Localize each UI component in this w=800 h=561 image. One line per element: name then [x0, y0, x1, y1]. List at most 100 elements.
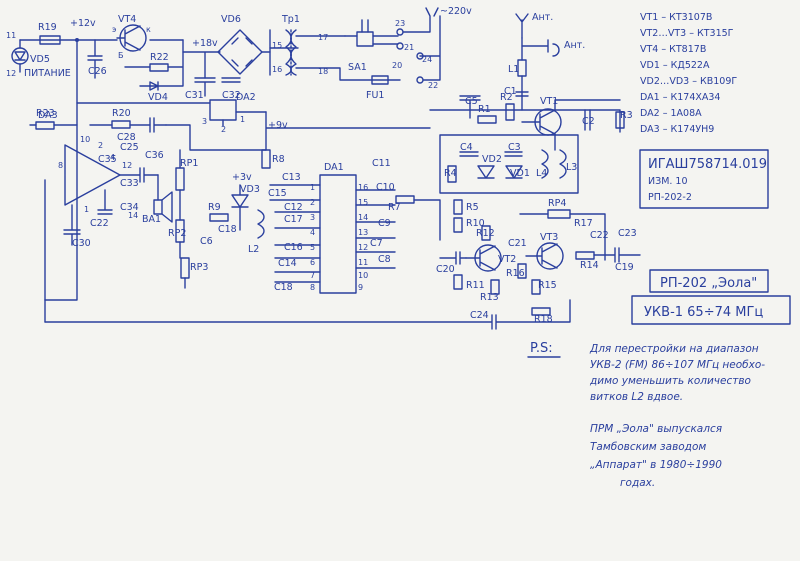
label-c10: C10 [376, 182, 395, 193]
svg-text:4: 4 [310, 228, 315, 237]
parts-line: VD1 – КД522А [640, 60, 710, 71]
label-r14: R14 [580, 260, 599, 271]
label-c26: C26 [88, 66, 107, 77]
label-r23: R23 [36, 108, 55, 119]
label-c28: C28 [117, 132, 136, 143]
label-fu1: FU1 [366, 90, 384, 101]
parts-line: VD2…VD3 – КВ109Г [640, 76, 737, 87]
da3-opamp [64, 144, 121, 206]
label-r22: R22 [150, 52, 169, 63]
svg-text:к: к [146, 25, 151, 34]
svg-text:15: 15 [358, 198, 368, 207]
svg-text:22: 22 [428, 81, 438, 90]
voltage-mains: ~220v [440, 6, 472, 17]
label-c4: C4 [460, 142, 473, 153]
label-vd4: VD4 [148, 92, 168, 103]
label-rp1: RP1 [180, 158, 198, 169]
label-ant1: Ант. [532, 12, 553, 23]
doc-revision: ИЗМ. 10 [648, 176, 688, 187]
label-c24: C24 [470, 310, 489, 321]
ps-label: P.S: [530, 341, 553, 356]
svg-text:18: 18 [318, 67, 328, 76]
label-vt3: VT3 [540, 232, 558, 243]
svg-text:21: 21 [404, 43, 414, 52]
svg-text:8: 8 [58, 161, 63, 170]
label-r7: R7 [388, 202, 401, 213]
label-c3: C3 [508, 142, 521, 153]
label-da2: DA2 [236, 92, 256, 103]
ba1-speaker [153, 199, 163, 215]
label-tr1: Tp1 [281, 14, 300, 25]
svg-text:14: 14 [358, 213, 368, 222]
vd6-bridge [217, 29, 263, 75]
parts-line: DA2 – 1А08А [640, 108, 702, 119]
svg-text:11: 11 [358, 258, 368, 267]
power-supply: 11 12 VD5 ПИТАНИЕ R19 +12v C26 VT4 э к Б… [6, 6, 621, 301]
label-c34: C34 [120, 202, 139, 213]
label-r12: R12 [476, 228, 495, 239]
label-ba1: BA1 [142, 214, 161, 225]
parts-line: VT1 – КТ3107В [640, 12, 712, 23]
label-c31: C31 [185, 90, 204, 101]
svg-text:24: 24 [422, 55, 432, 64]
label-c8: C8 [378, 254, 391, 265]
label-r10: R10 [466, 218, 485, 229]
label-vt1: VT1 [540, 96, 558, 107]
label-c18b: C18 [274, 282, 293, 293]
fm-ic-section: RP1 RP2 RP3 C6 R9 C18 R8 +3v VD3 L2 C13 … [165, 124, 441, 294]
label-c35: C35 [98, 154, 117, 165]
svg-text:5: 5 [310, 243, 315, 252]
svg-text:Б: Б [118, 51, 124, 60]
history-line: Тамбовским заводом [590, 441, 706, 453]
note-line: димо уменьшить количество [589, 375, 751, 387]
svg-text:2: 2 [98, 141, 103, 150]
label-rp3: RP3 [190, 262, 208, 273]
label-c16: C16 [284, 242, 303, 253]
svg-text:9: 9 [358, 283, 363, 292]
label-c30: C30 [72, 238, 91, 249]
svg-text:16: 16 [272, 65, 282, 74]
history-line: годах. [620, 477, 655, 489]
label-c11: C11 [372, 158, 391, 169]
svg-text:10: 10 [80, 135, 90, 144]
da2-regulator [209, 99, 237, 121]
ps-note: P.S: Для перестройки на диапазон УКВ-2 (… [527, 341, 765, 403]
label-vd6: VD6 [221, 14, 241, 25]
svg-text:э: э [112, 25, 116, 34]
voltage-12v: +12v [70, 18, 96, 29]
label-c33: C33 [120, 178, 139, 189]
parts-list: VT1 – КТ3107В VT2…VT3 – КТ315Г VT4 – КТ8… [640, 12, 737, 135]
label-c18a: C18 [218, 224, 237, 235]
label-c36: C36 [145, 150, 164, 161]
voltage-3v: +3v [232, 172, 252, 183]
label-r17: R17 [574, 218, 593, 229]
label-c1: C1 [504, 86, 517, 97]
label-vd2: VD2 [482, 154, 502, 165]
model-box: РП-202 „Эола" УКВ-1 65÷74 МГц [631, 269, 791, 325]
label-c19: C19 [615, 262, 634, 273]
label-c12: C12 [284, 202, 303, 213]
label-c5: C5 [465, 96, 478, 107]
rf-shield-box [439, 134, 579, 194]
rf-front-end: Ант. Ант. L1 C1 C5 R1 R2 VT1 C2 R3 C4 VD… [439, 12, 633, 194]
note-line: Для перестройки на диапазон [589, 343, 759, 355]
label-c17: C17 [284, 214, 303, 225]
label-r16: R16 [506, 268, 525, 279]
svg-text:1: 1 [84, 205, 89, 214]
label-c14: C14 [278, 258, 297, 269]
doc-code: ИГАШ758714.019 [648, 157, 767, 172]
label-r18: R18 [534, 314, 553, 325]
da1-ic [319, 174, 357, 294]
svg-text:6: 6 [310, 258, 315, 267]
label-r13: R13 [480, 292, 499, 303]
label-c20: C20 [436, 264, 455, 275]
label-r15: R15 [538, 280, 557, 291]
svg-text:8: 8 [310, 283, 315, 292]
doc-code-block: ИГАШ758714.019 ИЗМ. 10 РП-202-2 [639, 149, 769, 209]
model-title: РП-202 „Эола" [660, 276, 757, 291]
label-l1: L1 [508, 64, 519, 75]
label-rp2: RP2 [168, 228, 186, 239]
svg-text:1: 1 [310, 183, 315, 192]
svg-text:16: 16 [358, 183, 368, 192]
svg-text:20: 20 [392, 61, 402, 70]
